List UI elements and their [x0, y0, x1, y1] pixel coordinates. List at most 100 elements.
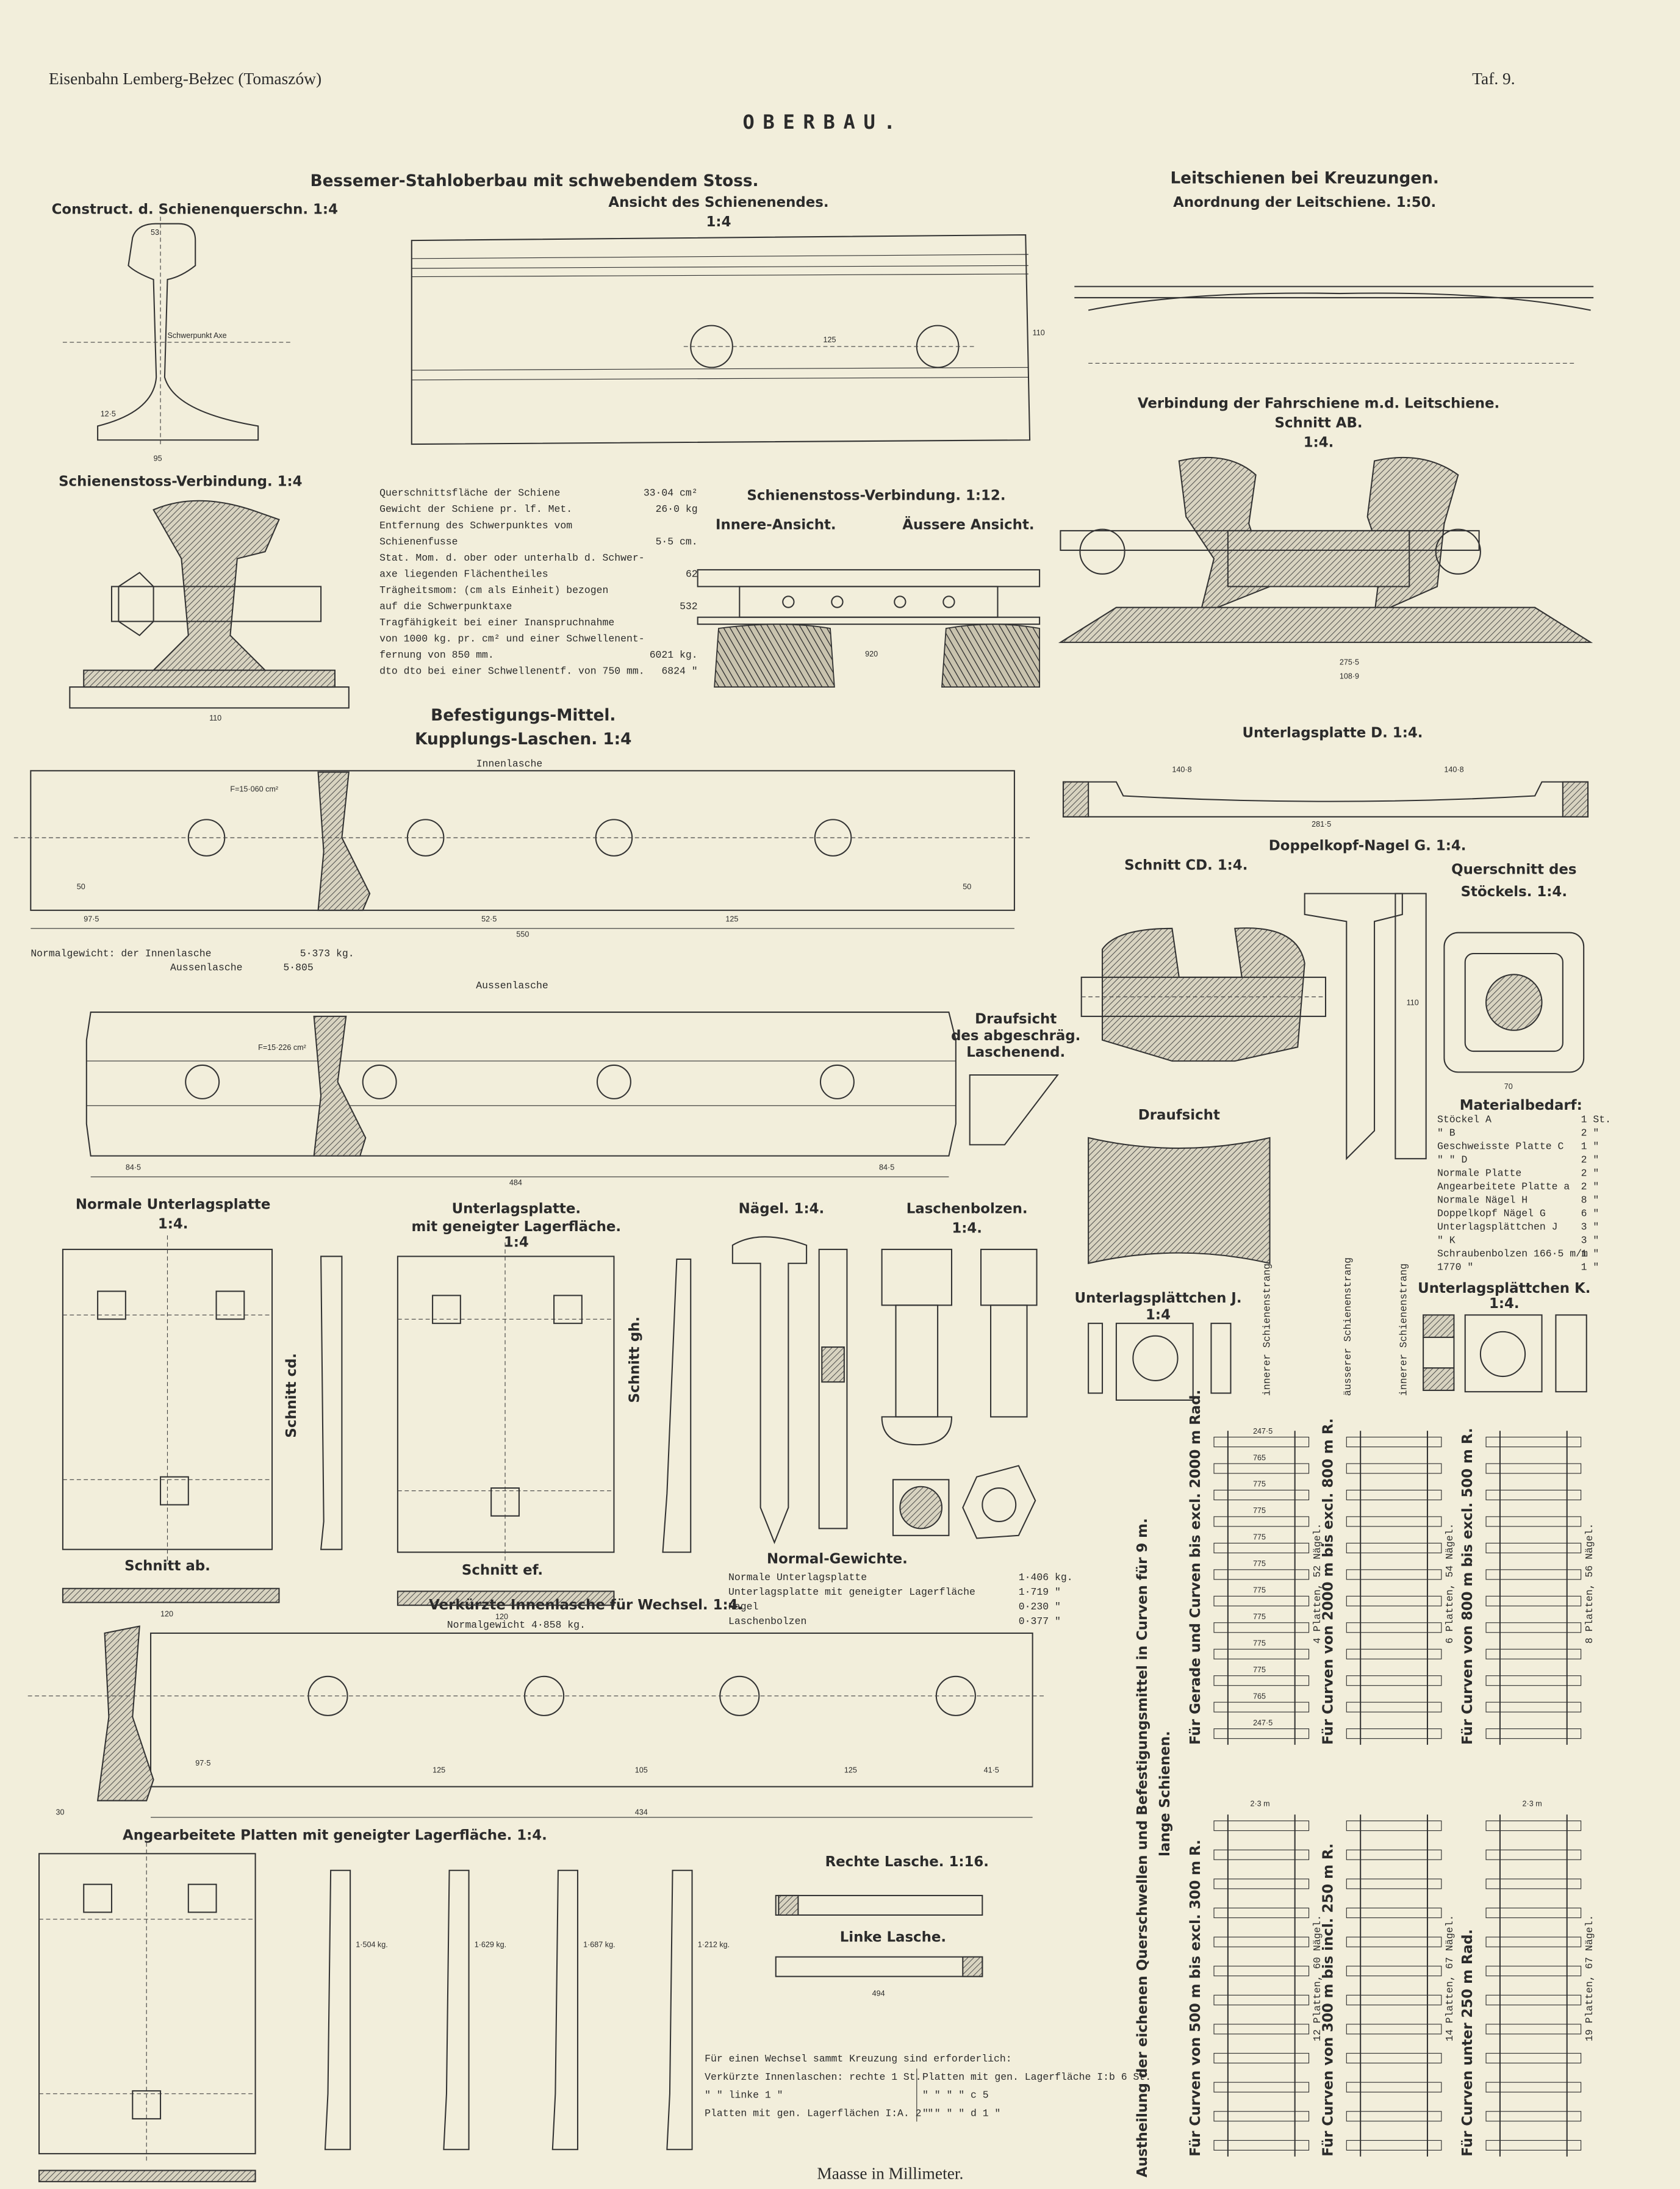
weight-label: Nagel [728, 1601, 758, 1612]
tie-spacing-label: 765 [1253, 1692, 1266, 1700]
svg-text:120: 120 [160, 1609, 173, 1618]
case-label: Für Curven von 300 m bis incl. 250 m R. [1320, 1843, 1336, 2156]
sleeper [1213, 2024, 1310, 2035]
property-label: fernung von 850 mm. [379, 649, 494, 661]
sleeper [1346, 2140, 1442, 2151]
inner-strand-label: innerer Schienenstrang [1398, 1263, 1410, 1396]
sleeper [1213, 1436, 1310, 1448]
material-item-qty: 1 St. [1581, 1114, 1611, 1126]
property-value: 6021 kg. [650, 649, 698, 661]
outer-plate-weight-label: Aussenlasche [170, 962, 242, 973]
joint-outer-view-label: Äussere Ansicht. [902, 516, 1034, 533]
inclined-tieplate-drawing: Schnitt gh. 120 [397, 1242, 692, 1621]
material-item-qty: 3 " [1581, 1221, 1599, 1232]
property-label: von 1000 kg. pr. cm² und einer Schwellen… [379, 633, 644, 645]
shortened-plate-drawing: 434 125 105 125 41·5 97·5 30 [27, 1625, 1047, 1818]
svg-text:108·9: 108·9 [1340, 672, 1359, 680]
section-cd-drawing [1080, 927, 1327, 1062]
machined-plate-section [443, 1869, 470, 2151]
tie-spacing-label: 765 [1253, 1453, 1266, 1462]
case-count: 14 Platten, 67 Nägel. [1444, 1915, 1456, 2041]
sleeper [1213, 2140, 1310, 2151]
sleeper [1213, 1463, 1310, 1474]
normal-tieplate-drawing: Schnitt cd. 120 [62, 1235, 343, 1618]
inner-plate-weight-label: Normalgewicht: der Innenlasche [31, 948, 211, 960]
property-label: Querschnittsfläche der Schiene [379, 487, 560, 499]
outer-strand-label: äusserer Schienenstrang [1342, 1257, 1354, 1396]
tie-spacing-label: 775 [1253, 1612, 1266, 1621]
svg-text:97·5: 97·5 [195, 1759, 210, 1767]
tie-spacing-label: 775 [1253, 1586, 1266, 1595]
joint-14-title: Schienenstoss-Verbindung. 1:4 [59, 474, 303, 490]
schnitt-cd-label: Schnitt cd. [284, 1353, 300, 1438]
property-label: Schienenfusse [379, 536, 458, 547]
sleeper [1346, 1675, 1442, 1686]
svg-text:281·5: 281·5 [1312, 820, 1331, 829]
sleeper [1485, 1489, 1582, 1501]
property-value: 5·5 cm. [656, 536, 698, 547]
material-item-label: " B [1437, 1127, 1456, 1139]
material-item-qty: 8 " [1581, 1195, 1599, 1206]
sleeper [1213, 1994, 1310, 2005]
material-item-qty: 3 " [1581, 1234, 1599, 1246]
switch-req-left-item: Platten mit gen. Lagerflächen I:A. 2 " [705, 2107, 933, 2119]
material-item-label: 1770 " [1437, 1261, 1473, 1273]
sleeper [1213, 1542, 1310, 1553]
joint-inner-view-label: Innere-Ansicht. [716, 517, 836, 533]
switch-req-left-item: " " linke 1 " [705, 2090, 783, 2101]
material-item-qty: 1 " [1581, 1141, 1599, 1152]
sleeper [1346, 1994, 1442, 2005]
sleeper [1485, 1966, 1582, 1977]
connection-title: Verbindung der Fahrschiene m.d. Leitschi… [1138, 396, 1499, 412]
bolt-drawing [881, 1248, 1038, 1539]
sleeper [1346, 1463, 1442, 1474]
svg-text:30: 30 [56, 1808, 64, 1816]
weights-title: Normal-Gewichte. [767, 1551, 908, 1567]
svg-text:97·5: 97·5 [84, 915, 99, 923]
sleeper [1485, 1821, 1582, 1831]
machined-plate-section [666, 1869, 693, 2151]
inclined-plate-scale: 1:4 [504, 1234, 529, 1250]
tie-spacing-label: 775 [1253, 1639, 1266, 1648]
svg-text:F=15·226 cm²: F=15·226 cm² [258, 1043, 306, 1052]
sleeper [1213, 1907, 1310, 1919]
connection-section-drawing: 275·5 108·9 [1058, 456, 1593, 680]
stoeckel-title-2: Stöckels. 1:4. [1461, 884, 1567, 900]
svg-text:95: 95 [154, 455, 162, 463]
svg-text:125: 125 [844, 1766, 857, 1775]
sleeper [1485, 1622, 1582, 1633]
doppelkopf-nail-drawing: 110 [1304, 893, 1427, 1160]
material-item-label: Geschweisste Platte C [1437, 1141, 1563, 1152]
material-item-qty: 2 " [1581, 1154, 1599, 1166]
sleeper [1213, 1516, 1310, 1527]
case-label: Für Curven von 2000 m bis excl. 800 m R. [1320, 1418, 1336, 1745]
weight-label: Unterlagsplatte mit geneigter Lagerfläch… [728, 1586, 975, 1598]
sleeper [1346, 1436, 1442, 1448]
end-topview-title-1: Draufsicht [975, 1011, 1057, 1027]
track-ladder: Für Curven von 2000 m bis excl. 800 m R.… [1320, 1418, 1456, 1745]
plate-j-drawing [1088, 1323, 1232, 1401]
svg-text:484: 484 [509, 1179, 522, 1187]
sleeper [1346, 1542, 1442, 1553]
tie-spacing-label: 247·5 [1253, 1719, 1273, 1727]
svg-text:125: 125 [433, 1766, 445, 1775]
switch-req-right-item: " " " " c 5 [922, 2090, 989, 2101]
bolts-title: Laschenbolzen. [906, 1201, 1028, 1217]
sleeper [1485, 1936, 1582, 1947]
svg-text:434: 434 [635, 1808, 648, 1816]
switch-req-left-item: Verkürzte Innenlaschen: rechte 1 St. [705, 2071, 921, 2083]
tie-spacing-label: 775 [1253, 1480, 1266, 1489]
topview-drawing [1088, 1137, 1271, 1265]
guard-rail-title: Leitschienen bei Kreuzungen. [1171, 169, 1439, 187]
sleeper [1213, 1702, 1310, 1713]
nail-g-title: Doppelkopf-Nagel G. 1:4. [1269, 838, 1466, 854]
switch-req-right-item: " " " " d 1 " [922, 2107, 1000, 2119]
inner-fishplate-drawing: 550 50 50 125 52·5 97·5 F=15·060 cm² [13, 770, 1033, 939]
property-label: auf die Schwerpunktaxe [379, 600, 512, 612]
property-label: Stat. Mom. d. ober oder unterhalb d. Sch… [379, 552, 644, 564]
plate-k-drawing [1423, 1314, 1587, 1393]
svg-text:53: 53 [151, 228, 159, 237]
track-ladder: Für Curven von 800 m bis excl. 500 m R.8… [1460, 1428, 1595, 1744]
outer-fishplate-drawing: 484 84·5 84·5 F=15·226 cm² [85, 1012, 957, 1187]
